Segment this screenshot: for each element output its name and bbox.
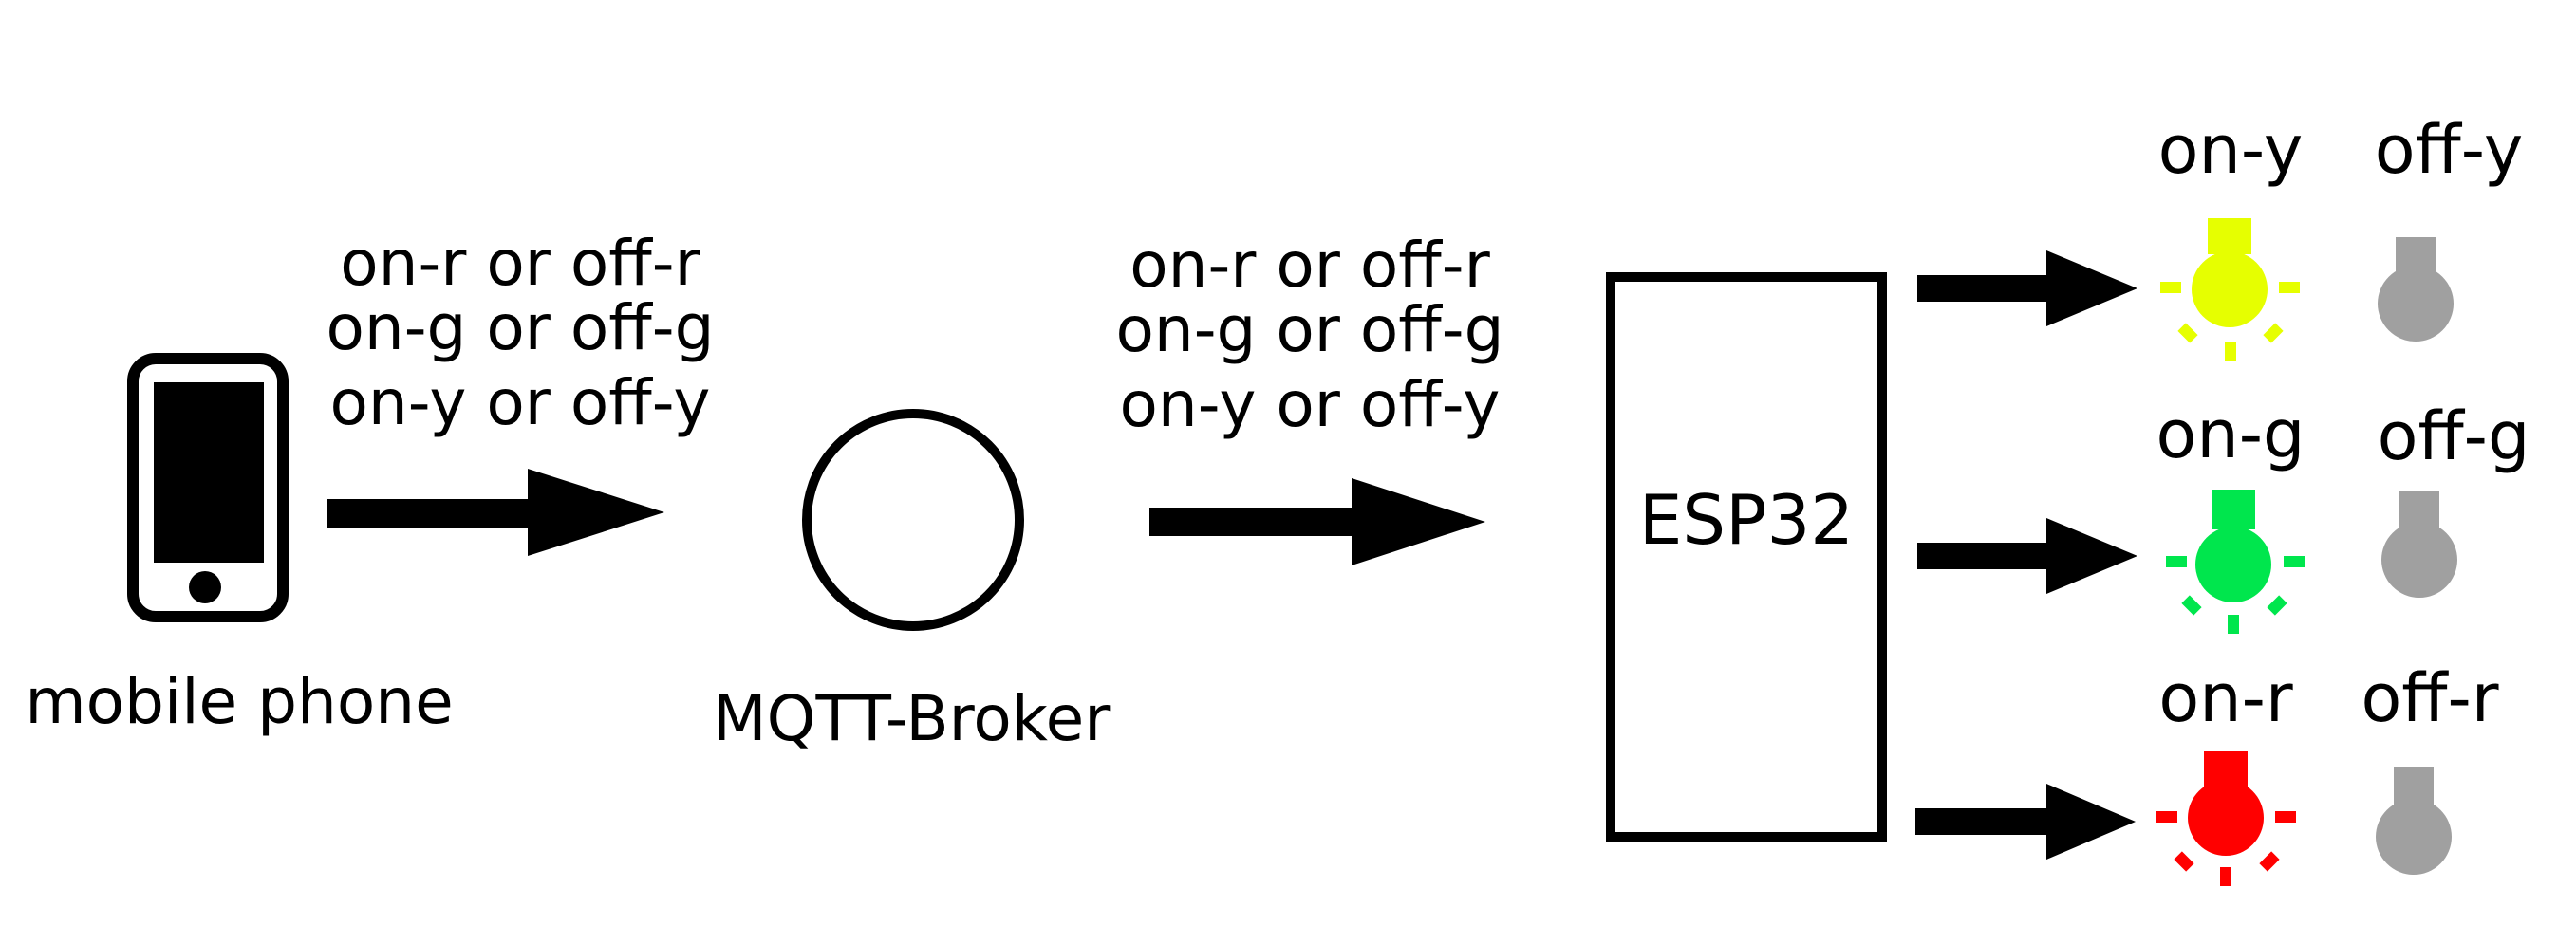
message-line: on-r or off-r — [340, 227, 700, 300]
led-off-label: off-y — [2375, 111, 2524, 189]
mobile-phone-icon — [127, 353, 289, 622]
green-led-on-bulb-icon — [2166, 490, 2305, 634]
yellow-led-on-bulb-icon — [2160, 218, 2300, 361]
messages-broker-to-esp32: on-r or off-r on-g or off-g on-y or off-… — [1116, 229, 1504, 441]
phone-label: mobile phone — [25, 665, 453, 738]
arrow-broker-to-esp32 — [1149, 478, 1485, 565]
message-line: on-g or off-g — [1116, 293, 1504, 366]
led-on-label: on-y — [2158, 111, 2304, 189]
arrow-esp32-to-yellow-led — [1917, 250, 2137, 326]
broker-circle — [802, 409, 1024, 631]
arrow-esp32-to-red-led — [1915, 784, 2136, 860]
messages-phone-to-broker: on-r or off-r on-g or off-g on-y or off-… — [327, 227, 715, 439]
green-led-off-bulb-icon — [2381, 491, 2457, 598]
red-led-off-bulb-icon — [2376, 767, 2452, 875]
led-off-label: off-r — [2361, 659, 2498, 737]
message-line: on-y or off-y — [1120, 368, 1501, 441]
broker-label: MQTT-Broker — [713, 682, 1111, 755]
led-on-label: on-g — [2156, 396, 2305, 473]
led-on-label: on-r — [2158, 659, 2292, 737]
message-line: on-r or off-r — [1129, 229, 1490, 302]
arrow-esp32-to-green-led — [1917, 518, 2137, 594]
red-led-on-bulb-icon — [2156, 751, 2296, 886]
led-off-label: off-g — [2378, 398, 2530, 475]
yellow-led-off-bulb-icon — [2378, 237, 2454, 342]
message-line: on-g or off-g — [327, 291, 715, 364]
esp32-box — [1606, 272, 1887, 842]
esp32-label: ESP32 — [1639, 480, 1854, 560]
arrow-phone-to-broker — [327, 469, 664, 556]
message-line: on-y or off-y — [330, 366, 711, 439]
